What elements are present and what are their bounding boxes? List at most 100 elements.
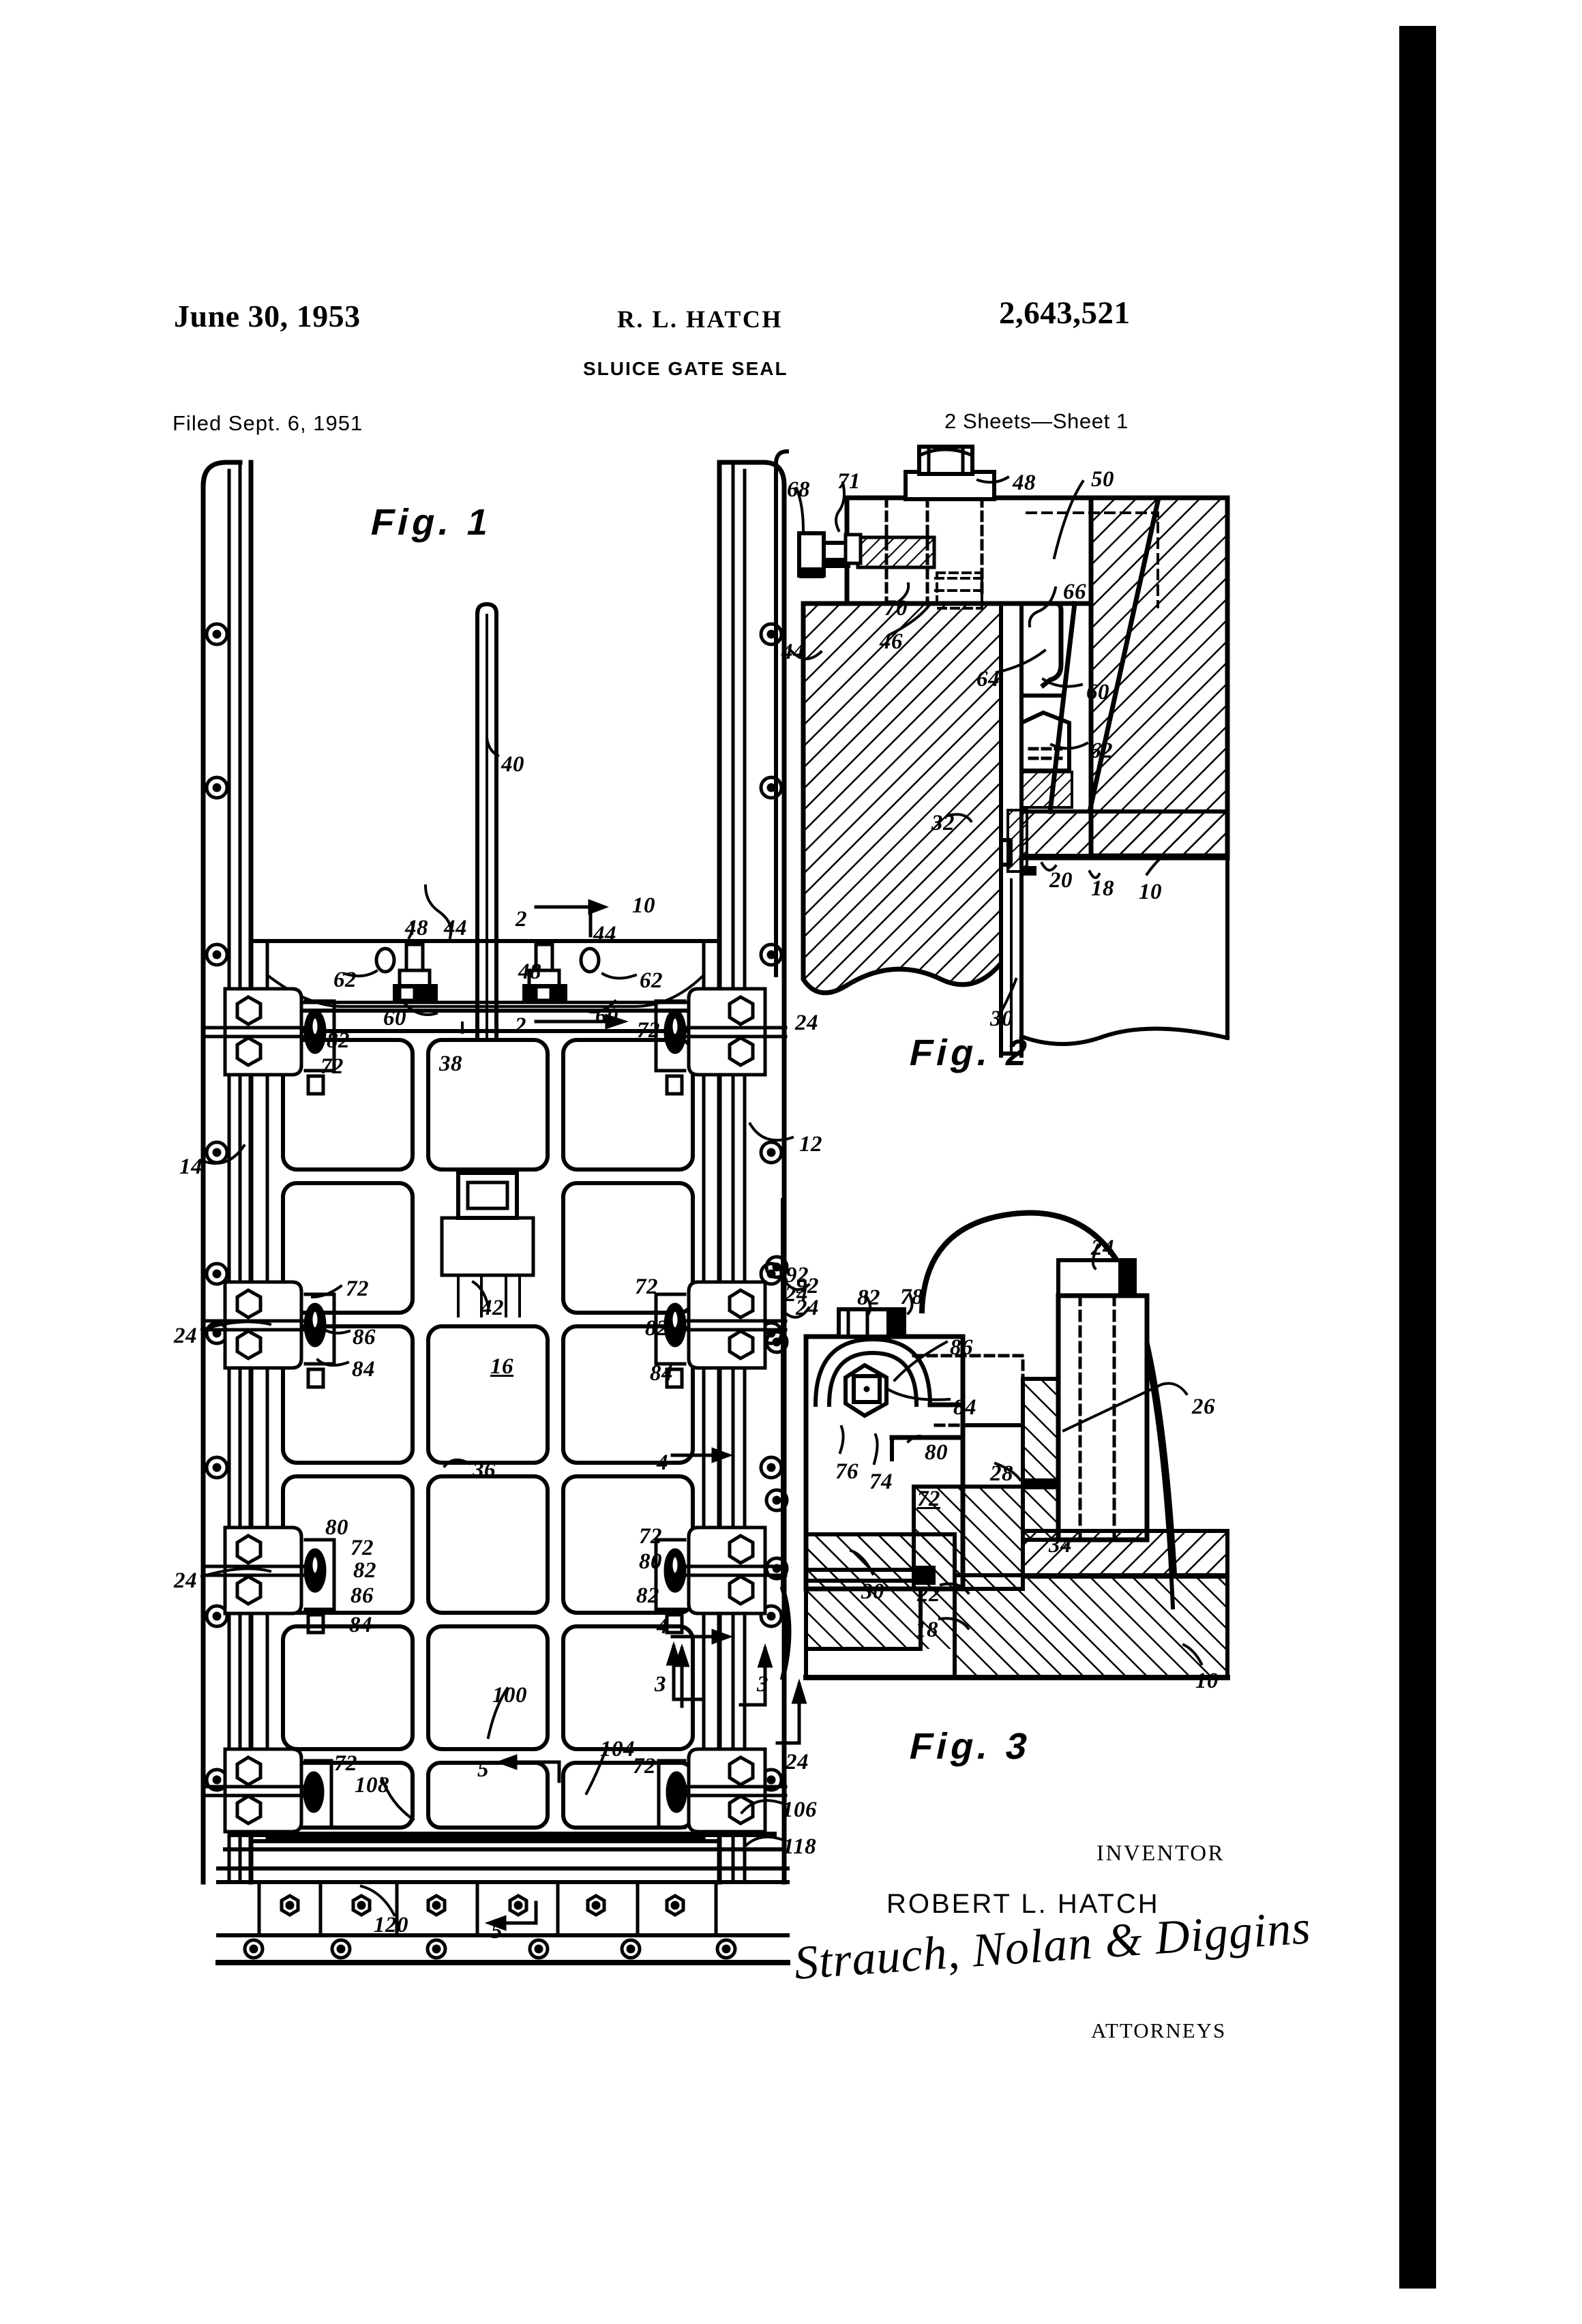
reference-numeral-71: 71 xyxy=(837,469,861,494)
reference-numeral-42: 42 xyxy=(481,1296,504,1320)
reference-numeral-12: 12 xyxy=(799,1132,822,1157)
reference-numeral-3: 3 xyxy=(757,1672,768,1697)
reference-numeral-84: 84 xyxy=(953,1395,976,1420)
fig2-caption: Fig. 2 xyxy=(906,1032,1036,1073)
filing-date: Filed Sept. 6, 1951 xyxy=(173,411,363,435)
reference-numeral-78: 78 xyxy=(900,1285,923,1309)
reference-numeral-24: 24 xyxy=(785,1282,808,1307)
reference-numeral-86: 86 xyxy=(353,1325,376,1350)
reference-numeral-48: 48 xyxy=(1013,471,1036,495)
reference-numeral-80: 80 xyxy=(925,1440,948,1465)
reference-numeral-24: 24 xyxy=(1091,1236,1114,1260)
reference-numeral-32: 32 xyxy=(931,811,955,835)
reference-numeral-86: 86 xyxy=(350,1583,374,1608)
reference-numeral-34: 34 xyxy=(1049,1533,1072,1558)
reference-numeral-104: 104 xyxy=(600,1737,635,1761)
reference-numeral-44: 44 xyxy=(444,916,467,940)
reference-numeral-46: 46 xyxy=(880,629,903,654)
reference-numeral-82: 82 xyxy=(327,1028,350,1053)
reference-numeral-92: 92 xyxy=(796,1274,819,1298)
reference-numeral-18: 18 xyxy=(915,1618,938,1642)
reference-numeral-44: 44 xyxy=(781,640,805,664)
reference-numeral-72: 72 xyxy=(633,1754,656,1778)
reference-numeral-62: 62 xyxy=(333,968,357,992)
reference-numeral-74: 74 xyxy=(869,1470,893,1494)
reference-numeral-10: 10 xyxy=(632,893,655,918)
reference-numeral-50: 50 xyxy=(1091,467,1114,492)
reference-numeral-60: 60 xyxy=(1086,680,1109,704)
reference-numeral-82: 82 xyxy=(636,1583,659,1608)
reference-numeral-72: 72 xyxy=(346,1277,369,1301)
reference-numeral-62: 62 xyxy=(640,968,663,993)
reference-numeral-72: 72 xyxy=(320,1054,344,1079)
reference-numeral-72: 72 xyxy=(637,1018,660,1043)
reference-numeral-2: 2 xyxy=(515,1013,526,1038)
reference-numeral-36: 36 xyxy=(473,1458,496,1483)
reference-numeral-82: 82 xyxy=(857,1285,880,1310)
reference-numeral-118: 118 xyxy=(783,1834,817,1859)
reference-numeral-72: 72 xyxy=(917,1487,940,1511)
reference-numeral-68: 68 xyxy=(787,477,810,502)
fig1-caption: Fig. 1 xyxy=(367,502,497,543)
reference-numeral-4: 4 xyxy=(657,1450,668,1475)
reference-numeral-16: 16 xyxy=(490,1354,513,1379)
reference-numeral-14: 14 xyxy=(179,1154,203,1179)
reference-numeral-5: 5 xyxy=(477,1757,489,1782)
reference-numeral-72: 72 xyxy=(635,1275,658,1299)
reference-numeral-80: 80 xyxy=(639,1549,662,1574)
reference-numeral-72: 72 xyxy=(350,1536,374,1560)
reference-numeral-30: 30 xyxy=(861,1579,884,1604)
reference-numeral-48: 48 xyxy=(405,916,428,940)
reference-numeral-86: 86 xyxy=(950,1335,973,1360)
reference-numeral-108: 108 xyxy=(355,1773,389,1798)
reference-numeral-20: 20 xyxy=(1049,868,1073,893)
reference-numeral-24: 24 xyxy=(786,1750,809,1774)
sheet-count: 2 Sheets—Sheet 1 xyxy=(944,409,1129,433)
inventor-initials: R. L. HATCH xyxy=(617,306,783,333)
reference-numeral-82: 82 xyxy=(353,1558,376,1583)
reference-numeral-60: 60 xyxy=(383,1006,406,1030)
reference-numeral-24: 24 xyxy=(174,1568,197,1593)
reference-numeral-84: 84 xyxy=(349,1613,372,1637)
reference-numeral-40: 40 xyxy=(501,752,524,777)
reference-numeral-84: 84 xyxy=(650,1361,673,1386)
attorneys-label: ATTORNEYS xyxy=(1091,2018,1227,2042)
reference-numeral-60: 60 xyxy=(595,1004,618,1028)
reference-numeral-10: 10 xyxy=(1139,880,1162,904)
invention-title: SLUICE GATE SEAL xyxy=(583,358,788,379)
reference-numeral-66: 66 xyxy=(1063,580,1086,604)
scan-edge-bar xyxy=(1399,26,1436,2289)
reference-numeral-80: 80 xyxy=(325,1515,348,1540)
reference-numeral-30: 30 xyxy=(990,1007,1013,1031)
reference-numeral-5: 5 xyxy=(491,1919,503,1943)
patent-number: 2,643,521 xyxy=(999,295,1131,331)
reference-numeral-18: 18 xyxy=(1091,876,1114,901)
reference-numeral-26: 26 xyxy=(1192,1395,1215,1419)
reference-numeral-100: 100 xyxy=(492,1683,527,1708)
reference-numeral-120: 120 xyxy=(374,1913,408,1937)
reference-numeral-44: 44 xyxy=(593,922,616,947)
reference-numeral-10: 10 xyxy=(1195,1669,1219,1693)
reference-numeral-84: 84 xyxy=(352,1357,375,1382)
inventor-label: INVENTOR xyxy=(1096,1841,1225,1866)
reference-numeral-48: 48 xyxy=(518,959,541,984)
reference-numeral-3: 3 xyxy=(655,1672,666,1697)
reference-numeral-62: 62 xyxy=(1090,739,1113,763)
reference-numeral-76: 76 xyxy=(835,1459,859,1484)
inventor-name: ROBERT L. HATCH xyxy=(886,1889,1160,1919)
reference-numeral-72: 72 xyxy=(334,1751,357,1776)
reference-numeral-92: 92 xyxy=(786,1263,809,1287)
reference-numeral-24: 24 xyxy=(796,1296,819,1320)
reference-numeral-64: 64 xyxy=(976,667,1000,691)
fig3-caption: Fig. 3 xyxy=(906,1726,1036,1767)
publication-date: June 30, 1953 xyxy=(174,299,361,333)
reference-numeral-70: 70 xyxy=(884,596,908,621)
reference-numeral-24: 24 xyxy=(795,1011,818,1035)
reference-numeral-2: 2 xyxy=(516,907,527,932)
reference-numeral-82: 82 xyxy=(645,1316,668,1341)
reference-numeral-106: 106 xyxy=(782,1798,817,1822)
